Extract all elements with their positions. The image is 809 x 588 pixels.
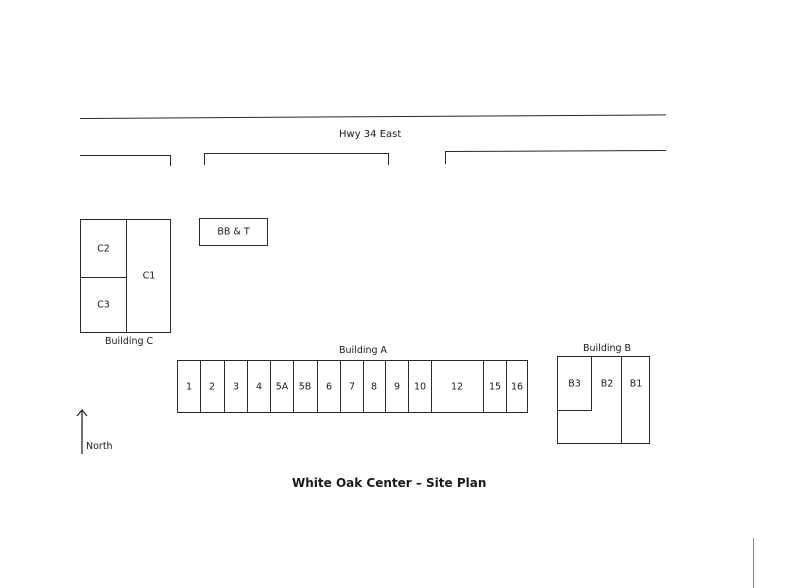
- unit-c3: C3: [80, 277, 127, 333]
- unit-7: 7: [348, 381, 356, 393]
- unit-b2: B2: [600, 378, 614, 390]
- unit-b3: B3: [557, 356, 592, 411]
- unit-label: C3: [97, 299, 110, 311]
- unit-label: B3: [568, 377, 581, 389]
- unit-c1: C1: [142, 270, 156, 282]
- unit-c2: C2: [80, 219, 127, 278]
- unit-16: 16: [510, 381, 524, 393]
- unit-6: 6: [325, 381, 333, 393]
- highway-edge-line: [79, 114, 666, 119]
- unit-12: 12: [450, 381, 464, 393]
- unit-5a: 5A: [275, 381, 289, 393]
- unit-3: 3: [232, 381, 240, 393]
- unit-b1: B1: [629, 378, 643, 390]
- building-a: 1 2 3 4 5A 5B 6 7 8 9 10 12 15 16: [177, 360, 528, 413]
- unit-10: 10: [413, 381, 427, 393]
- building-a-label: Building A: [339, 345, 388, 356]
- scan-edge-mark: [753, 538, 754, 588]
- site-plan-title: White Oak Center – Site Plan: [292, 476, 487, 490]
- building-c-label: Building C: [105, 336, 154, 347]
- unit-8: 8: [370, 381, 378, 393]
- unit-15: 15: [488, 381, 502, 393]
- building-b: B3 B2 B1: [557, 356, 650, 444]
- unit-5b: 5B: [298, 381, 312, 393]
- unit-2: 2: [208, 381, 216, 393]
- unit-1: 1: [185, 381, 193, 393]
- building-b-label: Building B: [583, 343, 632, 354]
- unit-label: C2: [97, 242, 110, 254]
- outparcel-bbt: BB & T: [199, 218, 268, 246]
- north-label: North: [86, 441, 113, 452]
- outparcel-label: BB & T: [217, 226, 250, 238]
- highway-label: Hwy 34 East: [339, 129, 402, 140]
- unit-9: 9: [393, 381, 401, 393]
- unit-4: 4: [255, 381, 263, 393]
- building-c: C2 C3 C1: [80, 219, 171, 333]
